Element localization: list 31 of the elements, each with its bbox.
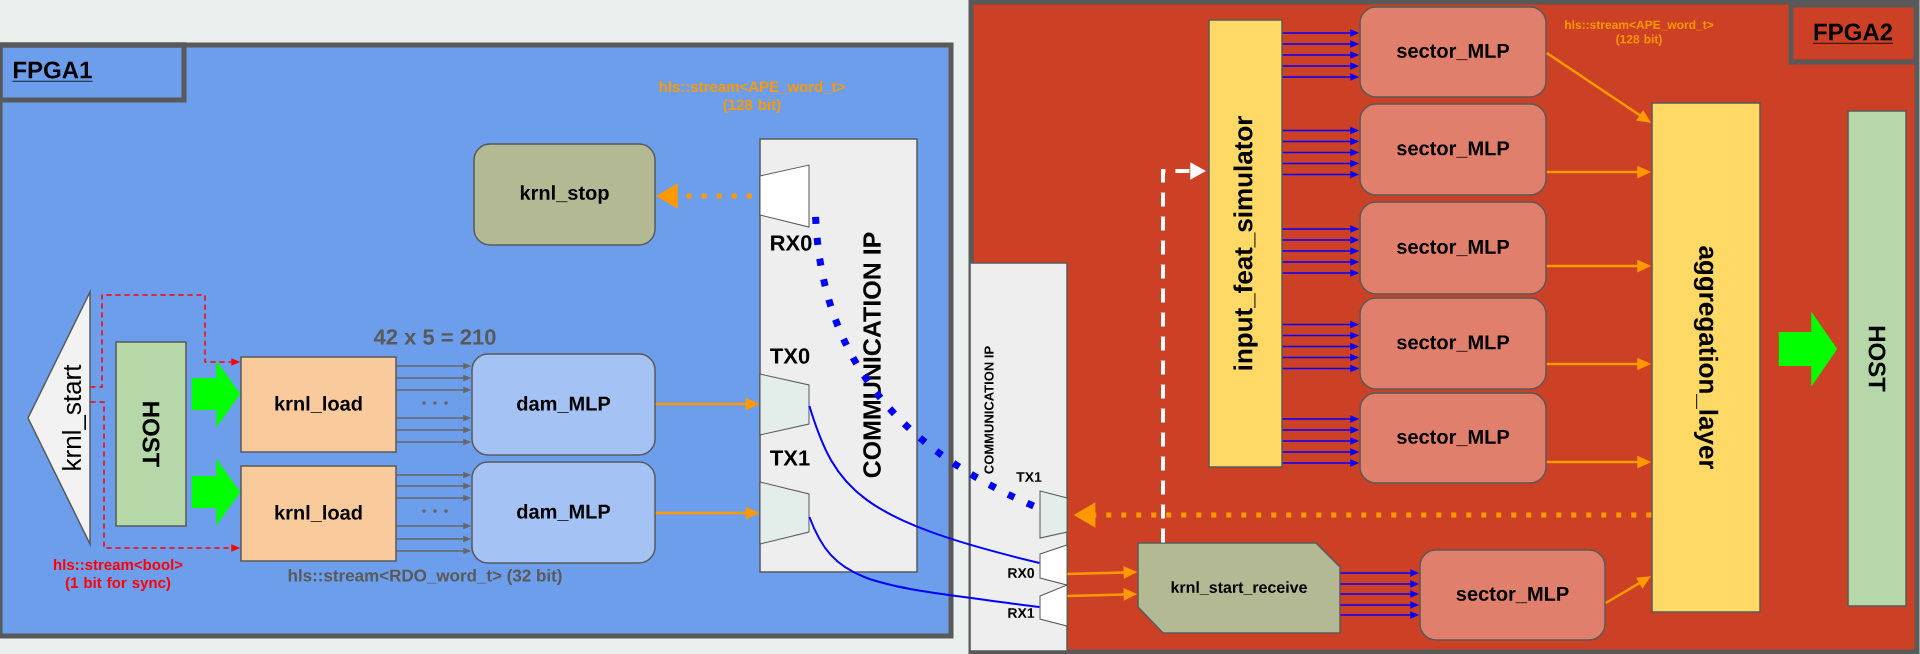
stream-label: hls::stream<RDO_word_t> (32 bit) xyxy=(288,569,562,585)
process-box: input_feat_simulator xyxy=(1208,19,1283,468)
connector-line xyxy=(808,516,1041,608)
process-box: HOST xyxy=(1847,110,1907,607)
rounded-box: sector_MLP xyxy=(1419,549,1606,641)
process-box: aggregation_layer xyxy=(1651,102,1761,613)
port-label: RX0 xyxy=(1008,568,1035,578)
port-label: TX1 xyxy=(770,450,810,466)
count-label: 42 x 5 = 210 xyxy=(373,329,496,345)
process-box: krnl_load xyxy=(240,356,397,453)
port-label: TX1 xyxy=(1016,472,1042,482)
rounded-box: dam_MLP xyxy=(471,353,656,456)
title-tab: FPGA1 xyxy=(0,42,187,103)
rounded-box: sector_MLP xyxy=(1359,297,1547,390)
connector-line xyxy=(808,405,1041,564)
port-label: RX0 xyxy=(771,235,812,251)
title-tab: FPGA2 xyxy=(1788,2,1919,65)
port-label: TX0 xyxy=(770,348,810,364)
rounded-box: sector_MLP xyxy=(1359,201,1547,295)
stream-label: hls::stream<APE_word_t> (128 bit) xyxy=(1565,20,1714,46)
rounded-box: sector_MLP xyxy=(1359,6,1547,98)
port-label: RX1 xyxy=(1008,608,1035,618)
rounded-box: dam_MLP xyxy=(471,461,656,564)
process-box: krnl_load xyxy=(240,465,397,562)
rounded-box: krnl_stop xyxy=(473,143,656,246)
rounded-box: sector_MLP xyxy=(1359,392,1547,484)
process-box: HOST xyxy=(115,341,187,527)
stream-label: hls::stream<APE_word_t> (128 bit) xyxy=(659,81,845,113)
process-box: krnl_start_receive xyxy=(1137,542,1341,634)
rounded-box: sector_MLP xyxy=(1359,103,1547,196)
stream-label: hls::stream<bool> (1 bit for sync) xyxy=(54,559,183,591)
